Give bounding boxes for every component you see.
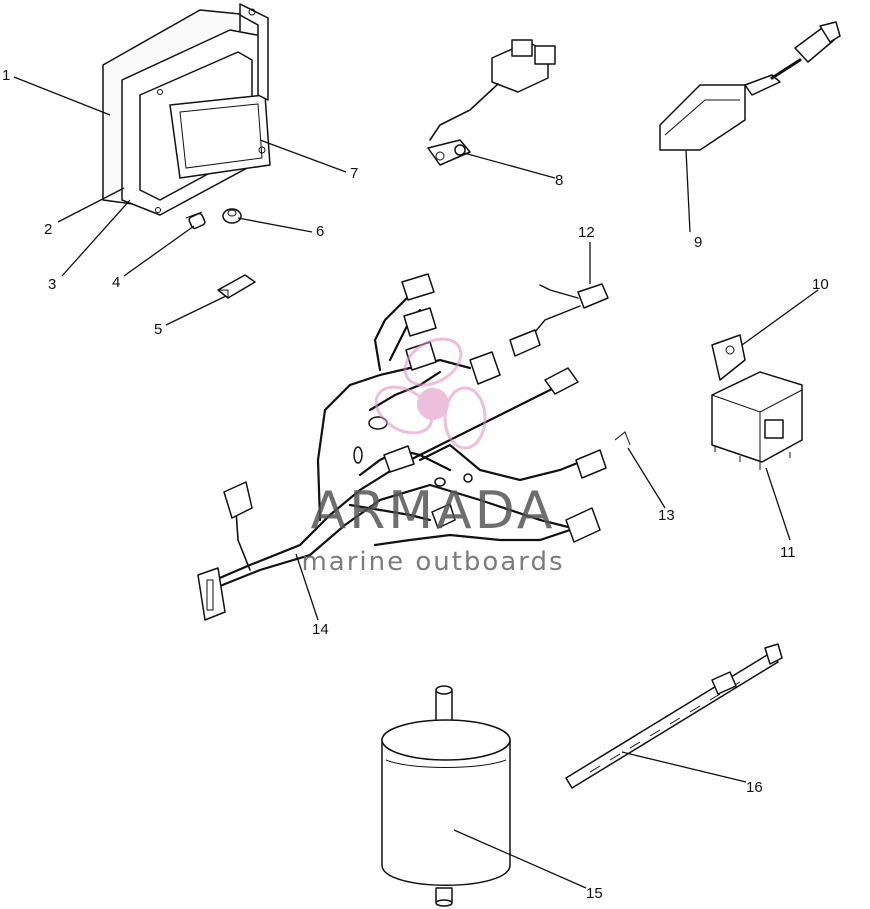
callout-7: 7: [350, 165, 358, 182]
grommet: [222, 208, 242, 224]
callout-labels: 1 2 3 4 5 6 7 8 9 10 11 12 13 14 15 16: [2, 67, 829, 902]
small-connector: [509, 283, 609, 357]
screw: [185, 211, 206, 230]
watermark-tagline: marine outboards: [301, 547, 564, 577]
sensor-with-connector: [427, 39, 556, 166]
callout-15: 15: [586, 885, 603, 902]
small-clip: [614, 431, 631, 446]
callout-4: 4: [112, 274, 120, 291]
watermark-brand: ARMADA: [311, 481, 556, 541]
callout-1: 1: [2, 67, 10, 84]
callout-2: 2: [44, 221, 52, 238]
cable-tie: [565, 643, 783, 789]
propeller-logo: [374, 337, 487, 450]
wiring-harness: [197, 273, 607, 621]
regulator-unit: [659, 21, 841, 151]
callout-14: 14: [312, 621, 329, 638]
callout-5: 5: [154, 321, 162, 338]
watermark: ARMADA marine outboards: [301, 337, 564, 577]
callout-12: 12: [578, 224, 595, 241]
callout-16: 16: [746, 779, 763, 796]
callout-9: 9: [694, 234, 702, 251]
callout-11: 11: [780, 544, 796, 561]
relay: [711, 334, 803, 470]
callout-8: 8: [555, 172, 563, 189]
control-module: [102, 3, 271, 216]
callout-3: 3: [48, 276, 56, 293]
callout-10: 10: [812, 276, 829, 293]
leader-lines: [13, 76, 819, 889]
terminal-chip: [217, 274, 256, 299]
callout-13: 13: [658, 507, 675, 524]
fuel-filter: [381, 685, 511, 907]
callout-6: 6: [316, 223, 324, 240]
